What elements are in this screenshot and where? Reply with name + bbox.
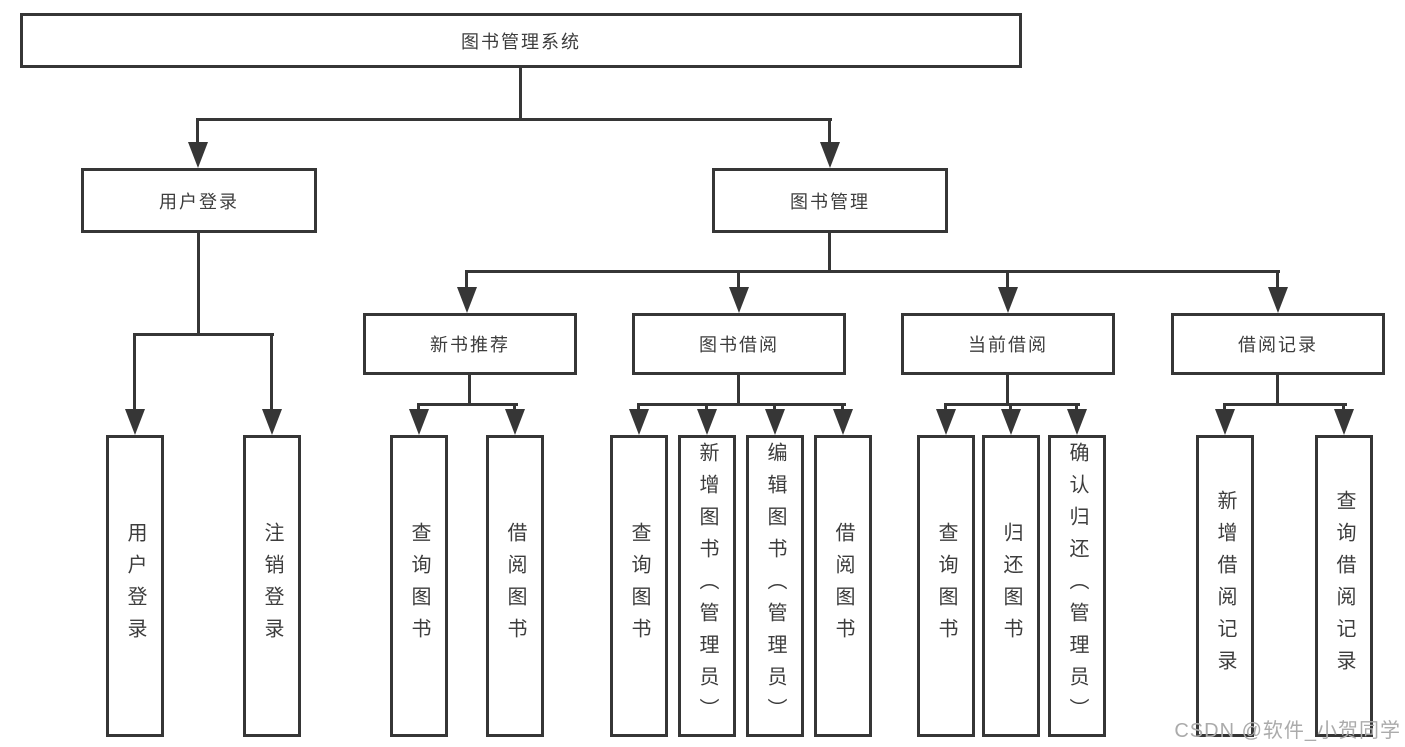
leaf-query-books-borrow-label: 查询图书 bbox=[628, 522, 650, 650]
connector-records-trunk bbox=[1276, 375, 1279, 405]
leaf-query-books-current-label: 查询图书 bbox=[935, 522, 957, 650]
connector-drop-recommend bbox=[465, 270, 468, 289]
arrow-down-icon bbox=[1067, 409, 1087, 435]
connector-drop bbox=[1342, 403, 1345, 411]
node-borrow-records-label: 借阅记录 bbox=[1238, 335, 1318, 355]
connector-drop bbox=[944, 403, 947, 411]
connector-drop-user-login bbox=[196, 118, 199, 144]
watermark-text: CSDN @软件_小贺同学 bbox=[1174, 720, 1401, 742]
connector-drop bbox=[417, 403, 420, 411]
leaf-query-books-recommend-label: 查询图书 bbox=[408, 522, 430, 650]
connector-current-trunk bbox=[1006, 375, 1009, 405]
node-borrow-records: 借阅记录 bbox=[1171, 313, 1385, 375]
connector-drop bbox=[1009, 403, 1012, 411]
leaf-borrow-books-recommend-label: 借阅图书 bbox=[504, 522, 526, 650]
leaf-edit-books-admin: 编辑图书（管理员） bbox=[746, 435, 804, 737]
leaf-add-books-admin-label: 新增图书（管理员） bbox=[696, 442, 718, 730]
connector-drop-book-management bbox=[828, 118, 831, 144]
leaf-logout: 注销登录 bbox=[243, 435, 301, 737]
leaf-confirm-return-admin-label: 确认归还（管理员） bbox=[1066, 442, 1088, 730]
connector-drop bbox=[513, 403, 516, 411]
leaf-add-books-admin: 新增图书（管理员） bbox=[678, 435, 736, 737]
leaf-add-borrow-record-label: 新增借阅记录 bbox=[1214, 490, 1236, 682]
node-new-book-recommend: 新书推荐 bbox=[363, 313, 577, 375]
leaf-query-borrow-record-label: 查询借阅记录 bbox=[1333, 490, 1355, 682]
arrow-down-icon bbox=[697, 409, 717, 435]
leaf-query-books-borrow: 查询图书 bbox=[610, 435, 668, 737]
connector-root-hbar bbox=[196, 118, 832, 121]
arrow-down-icon bbox=[457, 287, 477, 313]
leaf-user-login-label: 用户登录 bbox=[124, 522, 146, 650]
arrow-down-icon bbox=[1215, 409, 1235, 435]
connector-login-trunk bbox=[197, 233, 200, 335]
connector-drop-leaf-logout bbox=[270, 333, 273, 411]
connector-drop bbox=[841, 403, 844, 411]
connector-drop bbox=[1223, 403, 1226, 411]
connector-drop bbox=[773, 403, 776, 411]
connector-drop bbox=[1075, 403, 1078, 411]
connector-drop-current bbox=[1006, 270, 1009, 289]
leaf-return-books: 归还图书 bbox=[982, 435, 1040, 737]
leaf-edit-books-admin-label: 编辑图书（管理员） bbox=[764, 442, 786, 730]
node-book-management-system: 图书管理系统 bbox=[20, 13, 1022, 68]
connector-borrow-hbar bbox=[637, 403, 846, 406]
leaf-query-borrow-record: 查询借阅记录 bbox=[1315, 435, 1373, 737]
connector-drop-leaf-user-login bbox=[133, 333, 136, 411]
connector-management-hbar bbox=[465, 270, 1280, 273]
leaf-user-login: 用户登录 bbox=[106, 435, 164, 737]
connector-drop-borrow bbox=[737, 270, 740, 289]
node-book-borrow: 图书借阅 bbox=[632, 313, 846, 375]
leaf-borrow-books-label: 借阅图书 bbox=[832, 522, 854, 650]
node-current-borrow: 当前借阅 bbox=[901, 313, 1115, 375]
arrow-down-icon bbox=[729, 287, 749, 313]
connector-login-hbar bbox=[133, 333, 274, 336]
arrow-down-icon bbox=[820, 142, 840, 168]
node-book-borrow-label: 图书借阅 bbox=[699, 335, 779, 355]
leaf-confirm-return-admin: 确认归还（管理员） bbox=[1048, 435, 1106, 737]
node-book-management-system-label: 图书管理系统 bbox=[461, 31, 581, 52]
connector-drop bbox=[637, 403, 640, 411]
arrow-down-icon bbox=[188, 142, 208, 168]
node-new-book-recommend-label: 新书推荐 bbox=[430, 335, 510, 355]
node-book-management-label: 图书管理 bbox=[790, 191, 870, 212]
node-book-management: 图书管理 bbox=[712, 168, 948, 233]
arrow-down-icon bbox=[1334, 409, 1354, 435]
arrow-down-icon bbox=[1001, 409, 1021, 435]
leaf-return-books-label: 归还图书 bbox=[1000, 522, 1022, 650]
arrow-down-icon bbox=[936, 409, 956, 435]
arrow-down-icon bbox=[1268, 287, 1288, 313]
node-current-borrow-label: 当前借阅 bbox=[968, 335, 1048, 355]
arrow-down-icon bbox=[125, 409, 145, 435]
connector-current-hbar bbox=[944, 403, 1080, 406]
connector-management-trunk bbox=[828, 233, 831, 273]
leaf-query-books-current: 查询图书 bbox=[917, 435, 975, 737]
leaf-logout-label: 注销登录 bbox=[261, 522, 283, 650]
leaf-add-borrow-record: 新增借阅记录 bbox=[1196, 435, 1254, 737]
connector-recommend-trunk bbox=[468, 375, 471, 405]
node-user-login: 用户登录 bbox=[81, 168, 317, 233]
arrow-down-icon bbox=[765, 409, 785, 435]
connector-drop bbox=[705, 403, 708, 411]
arrow-down-icon bbox=[833, 409, 853, 435]
connector-root-trunk bbox=[519, 68, 522, 121]
arrow-down-icon bbox=[629, 409, 649, 435]
connector-recommend-hbar bbox=[417, 403, 518, 406]
leaf-borrow-books: 借阅图书 bbox=[814, 435, 872, 737]
leaf-query-books-recommend: 查询图书 bbox=[390, 435, 448, 737]
connector-records-hbar bbox=[1223, 403, 1347, 406]
arrow-down-icon bbox=[998, 287, 1018, 313]
arrow-down-icon bbox=[409, 409, 429, 435]
arrow-down-icon bbox=[505, 409, 525, 435]
arrow-down-icon bbox=[262, 409, 282, 435]
node-user-login-label: 用户登录 bbox=[159, 191, 239, 212]
leaf-borrow-books-recommend: 借阅图书 bbox=[486, 435, 544, 737]
connector-borrow-trunk bbox=[737, 375, 740, 405]
connector-drop-records bbox=[1276, 270, 1279, 289]
